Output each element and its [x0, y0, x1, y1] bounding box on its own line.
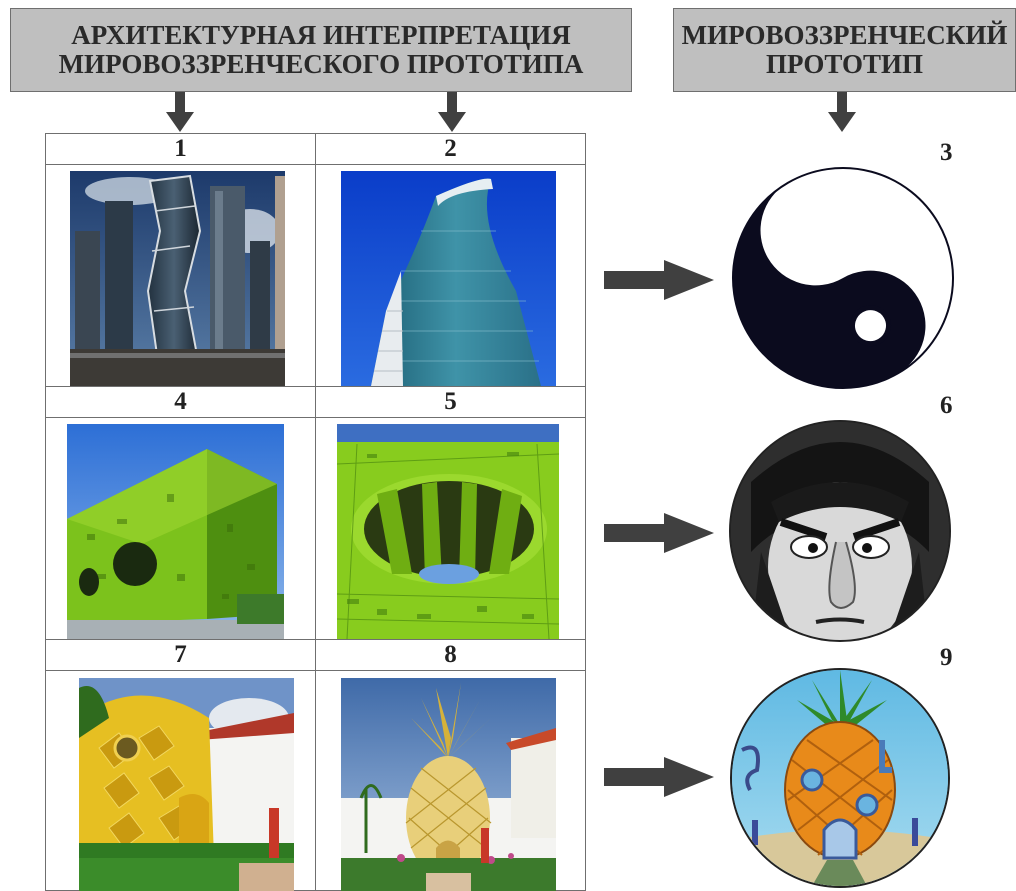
photo-green-facade-opening [337, 424, 559, 639]
header-left-line2: МИРОВОЗЗРЕНЧЕСКОГО ПРОТОТИПА [58, 49, 584, 79]
cell-label: 7 [45, 639, 316, 671]
cell-label: 8 [315, 639, 586, 671]
cell-label: 2 [315, 133, 586, 165]
cell-label: 5 [315, 386, 586, 418]
cell-label: 4 [45, 386, 316, 418]
header-left-line1: АРХИТЕКТУРНАЯ ИНТЕРПРЕТАЦИЯ [71, 19, 571, 50]
down-arrow-icon [438, 92, 466, 132]
photo-green-cube-building [67, 424, 284, 639]
header-right-line2: ПРОТОТИП [765, 49, 923, 79]
yin-yang-icon [732, 167, 954, 389]
photo-evolution-tower [341, 171, 556, 386]
photo-moscow-city-towers [70, 171, 285, 386]
header-architectural-interpretation: АРХИТЕКТУРНАЯ ИНТЕРПРЕТАЦИЯ МИРОВОЗЗРЕНЧ… [10, 8, 632, 92]
cell-label: 1 [45, 133, 316, 165]
prototype-number: 6 [940, 392, 953, 419]
header-right-line1: МИРОВОЗЗРЕНЧЕСКИЙ [681, 19, 1008, 50]
prototype-number: 3 [940, 139, 953, 166]
photo-pineapple-house-closeup [79, 678, 294, 891]
right-arrow-icon [604, 260, 714, 300]
down-arrow-icon [828, 92, 856, 132]
photo-pineapple-house-full [341, 678, 556, 891]
cartoon-face-portrait [729, 420, 951, 642]
down-arrow-icon [166, 92, 194, 132]
header-worldview-prototype: МИРОВОЗЗРЕНЧЕСКИЙ ПРОТОТИП [673, 8, 1016, 92]
right-arrow-icon [604, 757, 714, 797]
cartoon-pineapple-house [730, 668, 950, 888]
architecture-grid: 1 2 [45, 133, 586, 891]
right-arrow-icon [604, 513, 714, 553]
prototype-number: 9 [940, 644, 953, 671]
